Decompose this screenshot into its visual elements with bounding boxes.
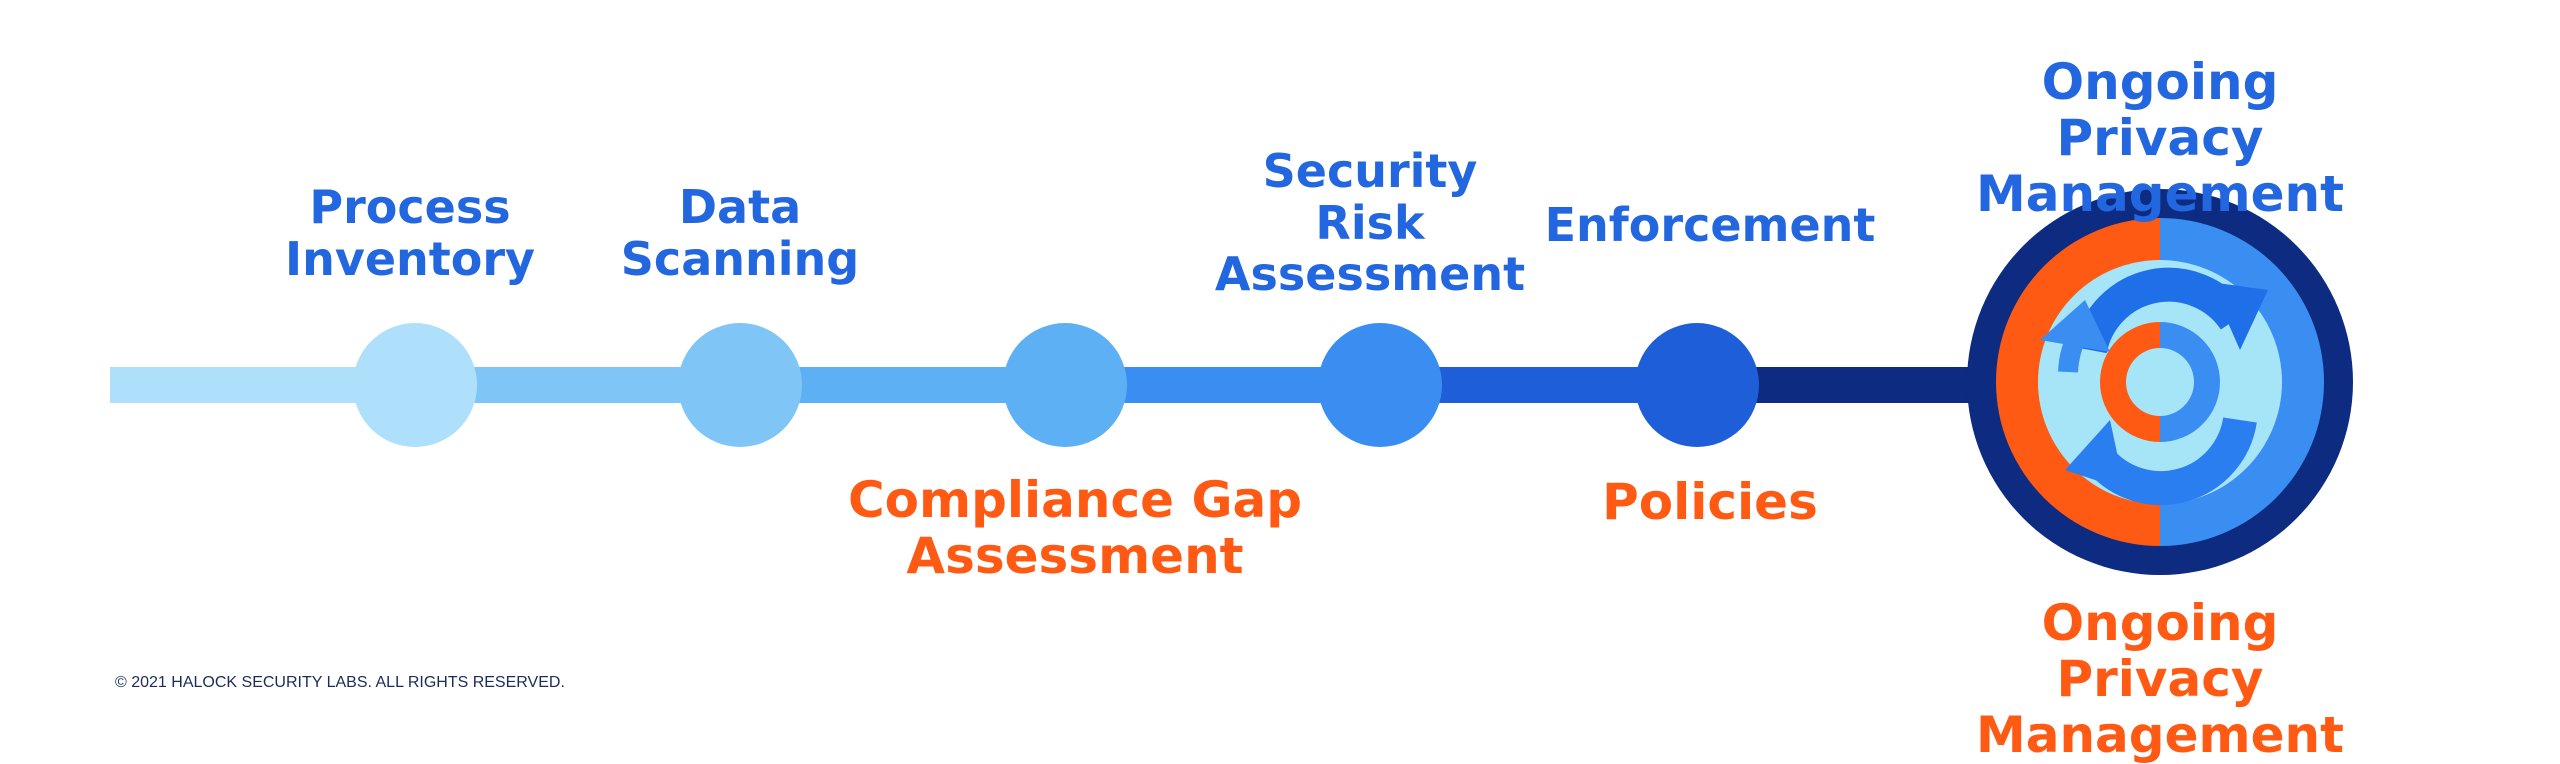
milestone-node-compliance-gap bbox=[1003, 323, 1127, 447]
milestone-node-enforcement bbox=[1635, 323, 1759, 447]
milestone-node-security-risk bbox=[1318, 323, 1442, 447]
stage-label-process-inventory: Process Inventory bbox=[284, 180, 536, 286]
refresh-cycle-icon bbox=[2040, 267, 2268, 506]
copyright-footer: © 2021 HALOCK SECURITY LABS. ALL RIGHTS … bbox=[115, 674, 565, 691]
ongoing-privacy-node bbox=[1967, 189, 2353, 575]
final-label-top: Ongoing Privacy Management bbox=[1975, 53, 2345, 223]
stage-label-security-risk-assessment: Security Risk Assessment bbox=[1214, 144, 1526, 302]
stage-label-enforcement: Enforcement bbox=[1544, 198, 1876, 252]
stage-label-data-scanning: Data Scanning bbox=[620, 180, 860, 286]
stage-label-compliance-gap-assessment: Compliance Gap Assessment bbox=[847, 471, 1303, 585]
stage-label-policies: Policies bbox=[1602, 473, 1818, 531]
milestone-node-data-scanning bbox=[678, 323, 802, 447]
final-label-bottom: Ongoing Privacy Management bbox=[1975, 594, 2345, 764]
milestone-node-process-inventory bbox=[353, 323, 477, 447]
